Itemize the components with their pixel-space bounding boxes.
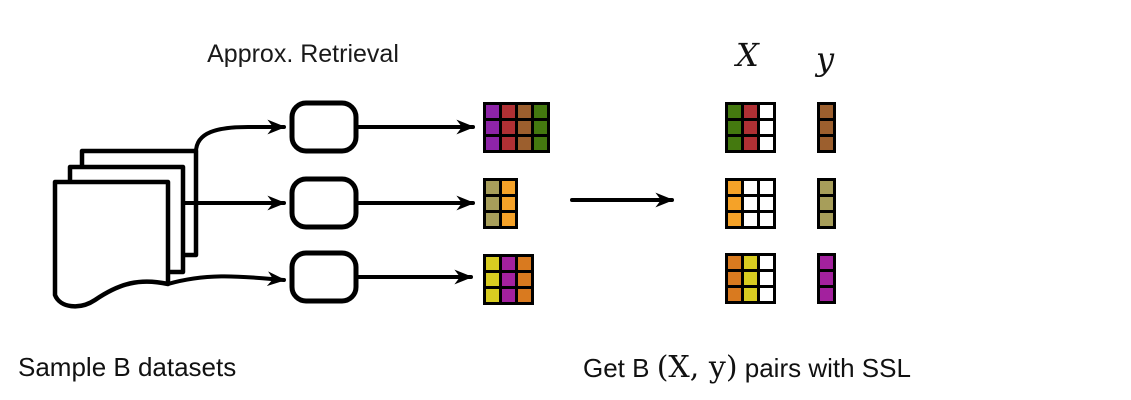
matrix-cell (518, 137, 531, 150)
retrieved-matrix-1 (483, 102, 550, 153)
matrix-cell (820, 181, 833, 194)
matrix-cell (502, 121, 515, 134)
caption-pairs-ssl: Get B (X, y) pairs with SSL (583, 350, 911, 385)
matrix-cell (728, 288, 741, 301)
caption-math-open-paren: ( (656, 350, 669, 385)
matrix-cell (744, 181, 757, 194)
matrix-cell (744, 256, 757, 269)
matrix-cell (760, 272, 773, 285)
retrieval-box-1 (289, 100, 359, 154)
matrix-cell (486, 273, 499, 286)
retrieval-box-3 (289, 250, 359, 304)
retrieved-matrix-2 (483, 178, 518, 229)
matrix-cell (518, 273, 531, 286)
matrix-cell (728, 272, 741, 285)
matrix-cell (502, 197, 515, 210)
matrix-cell (820, 121, 833, 134)
x-column-header: X (736, 36, 759, 74)
matrix-cell (486, 121, 499, 134)
matrix-cell (486, 213, 499, 226)
matrix-cell (744, 213, 757, 226)
matrix-cell (502, 289, 515, 302)
caption-right-prefix: Get B (583, 353, 657, 383)
matrix-cell (820, 288, 833, 301)
matrix-cell (760, 213, 773, 226)
matrix-cell (760, 137, 773, 150)
matrix-cell (760, 197, 773, 210)
document-page-front (52, 179, 171, 309)
y-vector-2 (817, 178, 836, 229)
retrieval-boxes (289, 100, 359, 304)
arrow-doc-to-box-1 (194, 119, 286, 154)
caption-math-x: X (668, 350, 690, 385)
matrix-cell (760, 288, 773, 301)
matrix-cell (820, 256, 833, 269)
matrix-cell (534, 105, 547, 118)
matrix-cell (820, 213, 833, 226)
matrix-cell (744, 197, 757, 210)
retrieval-box-2 (289, 176, 359, 230)
matrix-cell (744, 272, 757, 285)
matrix-cell (486, 197, 499, 210)
matrix-cell (820, 137, 833, 150)
matrix-cell (486, 257, 499, 270)
matrix-cell (728, 197, 741, 210)
matrix-cell (728, 213, 741, 226)
X-matrix-2 (725, 178, 776, 229)
matrix-cell (728, 121, 741, 134)
arrow-doc-to-box-3 (166, 271, 286, 287)
matrix-cell (518, 257, 531, 270)
approx-retrieval-label: Approx. Retrieval (207, 40, 399, 68)
matrix-cell (518, 121, 531, 134)
matrix-cell (486, 181, 499, 194)
X-matrix-1 (725, 102, 776, 153)
matrix-cell (486, 137, 499, 150)
y-column-header: y (816, 40, 835, 78)
matrix-cell (502, 213, 515, 226)
caption-math-comma: , (689, 350, 709, 385)
matrix-cell (486, 105, 499, 118)
matrix-cell (820, 105, 833, 118)
document-stack-icon (52, 148, 199, 309)
matrix-cell (728, 181, 741, 194)
matrix-cell (744, 288, 757, 301)
matrix-cell (502, 273, 515, 286)
matrix-cell (502, 105, 515, 118)
y-vector-3 (817, 253, 836, 304)
matrix-cell (728, 105, 741, 118)
matrix-cell (744, 137, 757, 150)
matrix-cell (760, 105, 773, 118)
arrows-boxes-to-matrices (354, 119, 475, 285)
matrix-cell (760, 121, 773, 134)
matrix-cell (744, 105, 757, 118)
matrix-cell (502, 257, 515, 270)
arrows-documents-to-boxes (166, 119, 286, 287)
matrix-cell (502, 181, 515, 194)
matrix-cell (518, 289, 531, 302)
matrix-cell (820, 197, 833, 210)
y-vector-1 (817, 102, 836, 153)
X-matrix-3 (725, 253, 776, 304)
matrix-cell (820, 272, 833, 285)
matrix-cell (518, 105, 531, 118)
matrix-cell (760, 256, 773, 269)
caption-math-y: y (708, 350, 726, 385)
matrix-cell (728, 137, 741, 150)
matrix-cell (744, 121, 757, 134)
matrix-cell (534, 137, 547, 150)
matrix-cell (486, 289, 499, 302)
caption-math-close-paren: ) (725, 350, 738, 385)
matrix-cell (760, 181, 773, 194)
matrix-cell (728, 256, 741, 269)
matrix-cell (534, 121, 547, 134)
retrieved-matrix-3 (483, 254, 534, 305)
caption-sample-datasets: Sample B datasets (18, 352, 237, 382)
matrix-cell (502, 137, 515, 150)
caption-right-suffix: pairs with SSL (737, 353, 911, 383)
